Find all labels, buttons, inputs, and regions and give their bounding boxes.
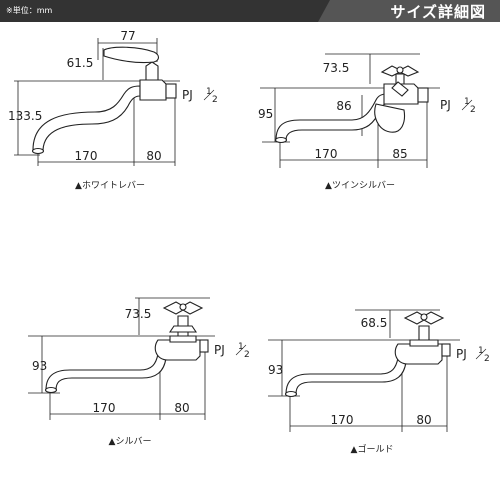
drawings-canvas: 77 61.5 133.5 170 80 PJ 1 2 ▲ホワイトレバー 73.… xyxy=(8,29,490,455)
pipe-fraction-numerator: 1 xyxy=(206,87,212,97)
cross-handle-front xyxy=(391,81,409,97)
dim-body-height: 86 xyxy=(336,99,351,113)
faucet-body xyxy=(154,339,201,361)
header-bar xyxy=(0,0,500,22)
pipe-fraction-denominator: 2 xyxy=(212,95,218,105)
spout-tip xyxy=(31,147,45,155)
dim-handle-height: 68.5 xyxy=(361,316,388,330)
caption-white-lever: ▲ホワイトレバー xyxy=(75,180,145,191)
diagram-twin-silver: 73.5 95 86 170 85 PJ 1 2 ▲ツインシルバー xyxy=(258,53,476,191)
diagram-white-lever: 77 61.5 133.5 170 80 PJ 1 2 ▲ホワイトレバー xyxy=(8,29,218,191)
dim-total-height: 133.5 xyxy=(8,109,42,123)
header: ※単位：mm サイズ詳細図 xyxy=(0,0,500,22)
spout xyxy=(45,343,169,391)
sheet-title: サイズ詳細図 xyxy=(390,3,486,21)
bonnet xyxy=(169,335,197,343)
pipe-thread-label: PJ xyxy=(182,88,193,102)
dim-total-height: 93 xyxy=(268,363,283,377)
handle-stem xyxy=(418,325,430,341)
pipe-fraction-denominator: 2 xyxy=(470,105,476,115)
pipe-fraction-slash xyxy=(235,344,247,356)
caption-twin-silver: ▲ツインシルバー xyxy=(325,180,395,191)
lever-handle xyxy=(103,46,160,64)
pipe-fraction-slash xyxy=(475,348,487,360)
pipe-fraction-denominator: 2 xyxy=(244,350,250,360)
pipe-fraction-numerator: 1 xyxy=(478,346,484,356)
pipe-fraction-slash xyxy=(461,99,473,111)
pipe-connector xyxy=(199,339,209,353)
caption-gold: ▲ゴールド xyxy=(351,443,394,455)
handle-cap xyxy=(420,313,428,321)
dim-spout-length: 170 xyxy=(75,149,98,163)
caption-silver: ▲シルバー xyxy=(109,436,152,447)
dim-spout-length: 170 xyxy=(93,401,116,415)
pipe-connector xyxy=(441,343,451,357)
dim-total-height: 95 xyxy=(258,107,273,121)
dim-body-length: 80 xyxy=(416,413,431,427)
dim-body-length: 85 xyxy=(392,147,407,161)
bonnet xyxy=(409,339,439,347)
spout-tip xyxy=(274,136,288,144)
pipe-thread-label: PJ xyxy=(214,343,225,357)
dim-body-length: 80 xyxy=(146,149,161,163)
dim-body-length: 80 xyxy=(174,401,189,415)
unit-note: ※単位：mm xyxy=(6,6,53,15)
dim-total-height: 93 xyxy=(32,359,47,373)
spout xyxy=(275,93,387,141)
dim-spout-length: 170 xyxy=(315,147,338,161)
pipe-fraction-slash xyxy=(203,89,215,101)
spout xyxy=(32,85,141,151)
pipe-connector xyxy=(165,83,177,99)
diagram-silver: 73.5 93 170 80 PJ 1 2 ▲シルバー xyxy=(28,297,250,447)
spout-tip xyxy=(44,386,58,394)
pipe-thread-label: PJ xyxy=(440,98,451,112)
faucet-body xyxy=(394,343,443,365)
spout xyxy=(285,347,409,395)
dim-handle-height: 73.5 xyxy=(125,307,152,321)
faucet-stem xyxy=(145,61,159,81)
dim-handle-height: 61.5 xyxy=(67,56,94,70)
dim-handle-height: 73.5 xyxy=(323,61,350,75)
faucet-body xyxy=(139,79,167,101)
faucet-lower-body xyxy=(374,103,406,133)
header-title-background xyxy=(318,0,500,22)
spout-tip xyxy=(284,390,298,398)
pipe-fraction-denominator: 2 xyxy=(484,354,490,364)
handle-collar xyxy=(168,325,198,333)
handle-cap xyxy=(396,66,404,74)
dim-handle-width: 77 xyxy=(120,29,135,43)
pipe-fraction-numerator: 1 xyxy=(464,97,470,107)
pipe-thread-label: PJ xyxy=(456,347,467,361)
pipe-fraction-numerator: 1 xyxy=(238,342,244,352)
diagram-gold: 68.5 93 170 80 PJ 1 2 ▲ゴールド xyxy=(268,309,490,455)
handle-cap xyxy=(179,303,187,311)
dim-spout-length: 170 xyxy=(331,413,354,427)
pipe-connector xyxy=(417,87,429,103)
